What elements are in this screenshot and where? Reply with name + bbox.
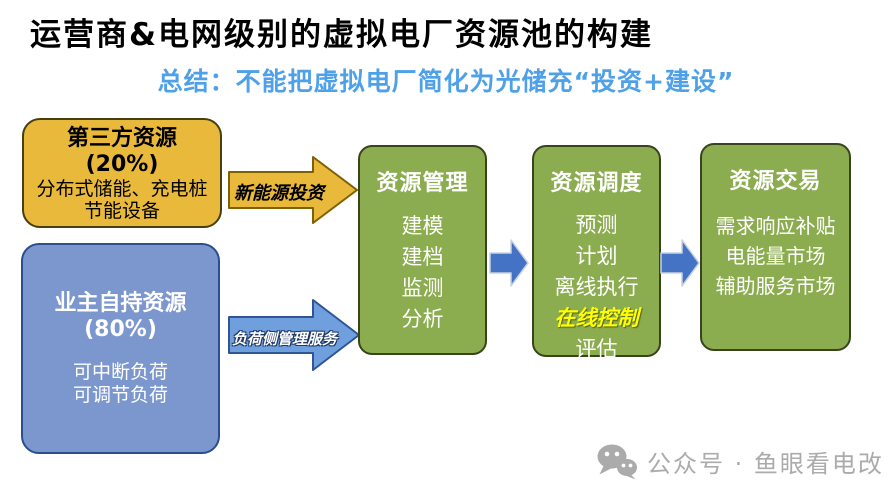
stage-item: 预测 (575, 213, 618, 237)
stage-item-list: 需求响应补贴 电能量市场 辅助服务市场 (702, 211, 849, 301)
connector-arrow-1 (489, 238, 529, 288)
stage-item: 电能量市场 (725, 244, 826, 268)
stage-title: 资源调度 (550, 171, 643, 196)
stage-item: 离线执行 (554, 275, 639, 299)
stage-title: 资源交易 (729, 169, 822, 194)
stage-item: 评估 (575, 337, 618, 361)
right-arrow-shape (228, 156, 358, 224)
page-title: 运营商&电网级别的虚拟电厂资源池的构建 (30, 17, 654, 53)
box-title: 业主自持资源 (54, 291, 187, 316)
right-arrow-icon (660, 239, 700, 287)
spacer (23, 343, 218, 361)
right-arrow-icon (489, 239, 529, 287)
stage-item-list: 预测 计划 离线执行 在线控制 评估 (534, 210, 659, 365)
wechat-icon (597, 444, 637, 479)
box-line: 节能设备 (83, 200, 160, 222)
third-party-resource-box: 第三方资源 (20%) 分布式储能、充电桩 节能设备 (22, 118, 222, 228)
stage-item-highlighted: 在线控制 (554, 306, 639, 330)
box-share: (80%) (84, 317, 157, 342)
stage-item: 需求响应补贴 (715, 214, 836, 238)
right-arrow-shape (660, 239, 700, 287)
box-title: 第三方资源 (66, 126, 177, 151)
stage-item: 辅助服务市场 (715, 274, 836, 298)
stage-item: 计划 (575, 244, 618, 268)
right-arrow-shape (228, 299, 360, 371)
right-arrow-icon (228, 156, 358, 224)
connector-arrow-2 (660, 238, 700, 288)
stage-item: 建档 (401, 245, 444, 269)
box-line: 可中断负荷 (72, 361, 168, 383)
owner-resource-box: 业主自持资源 (80%) 可中断负荷 可调节负荷 (21, 243, 220, 454)
arrow-label: 负荷侧管理服务 (232, 330, 338, 348)
arrow-label: 新能源投资 (234, 183, 324, 204)
stage-box-resource-trading: 资源交易 需求响应补贴 电能量市场 辅助服务市场 (700, 143, 851, 351)
box-line: 可调节负荷 (72, 384, 168, 406)
slide-subtitle: 总结：不能把虚拟电厂简化为光储充“投资+建设” (157, 67, 735, 96)
stage-item: 监测 (401, 276, 444, 300)
box-share: (20%) (85, 152, 159, 177)
right-arrow-icon (228, 299, 360, 371)
stage-item: 分析 (401, 307, 444, 331)
stage-item-list: 建模 建档 监测 分析 (360, 211, 485, 335)
stage-item: 建模 (401, 214, 444, 238)
load-side-management-arrow: 负荷侧管理服务 (228, 296, 362, 374)
watermark: 公众号 · 鱼眼看电改 (596, 442, 884, 480)
new-energy-investment-arrow: 新能源投资 (228, 154, 360, 226)
right-arrow-shape (489, 239, 529, 287)
stage-box-resource-dispatch: 资源调度 预测 计划 离线执行 在线控制 评估 (532, 145, 661, 361)
stage-box-resource-management: 资源管理 建模 建档 监测 分析 (358, 145, 487, 355)
watermark-label: 公众号 · 鱼眼看电改 (647, 449, 884, 478)
stage-title: 资源管理 (376, 171, 469, 196)
box-line: 分布式储能、充电桩 (36, 178, 208, 200)
